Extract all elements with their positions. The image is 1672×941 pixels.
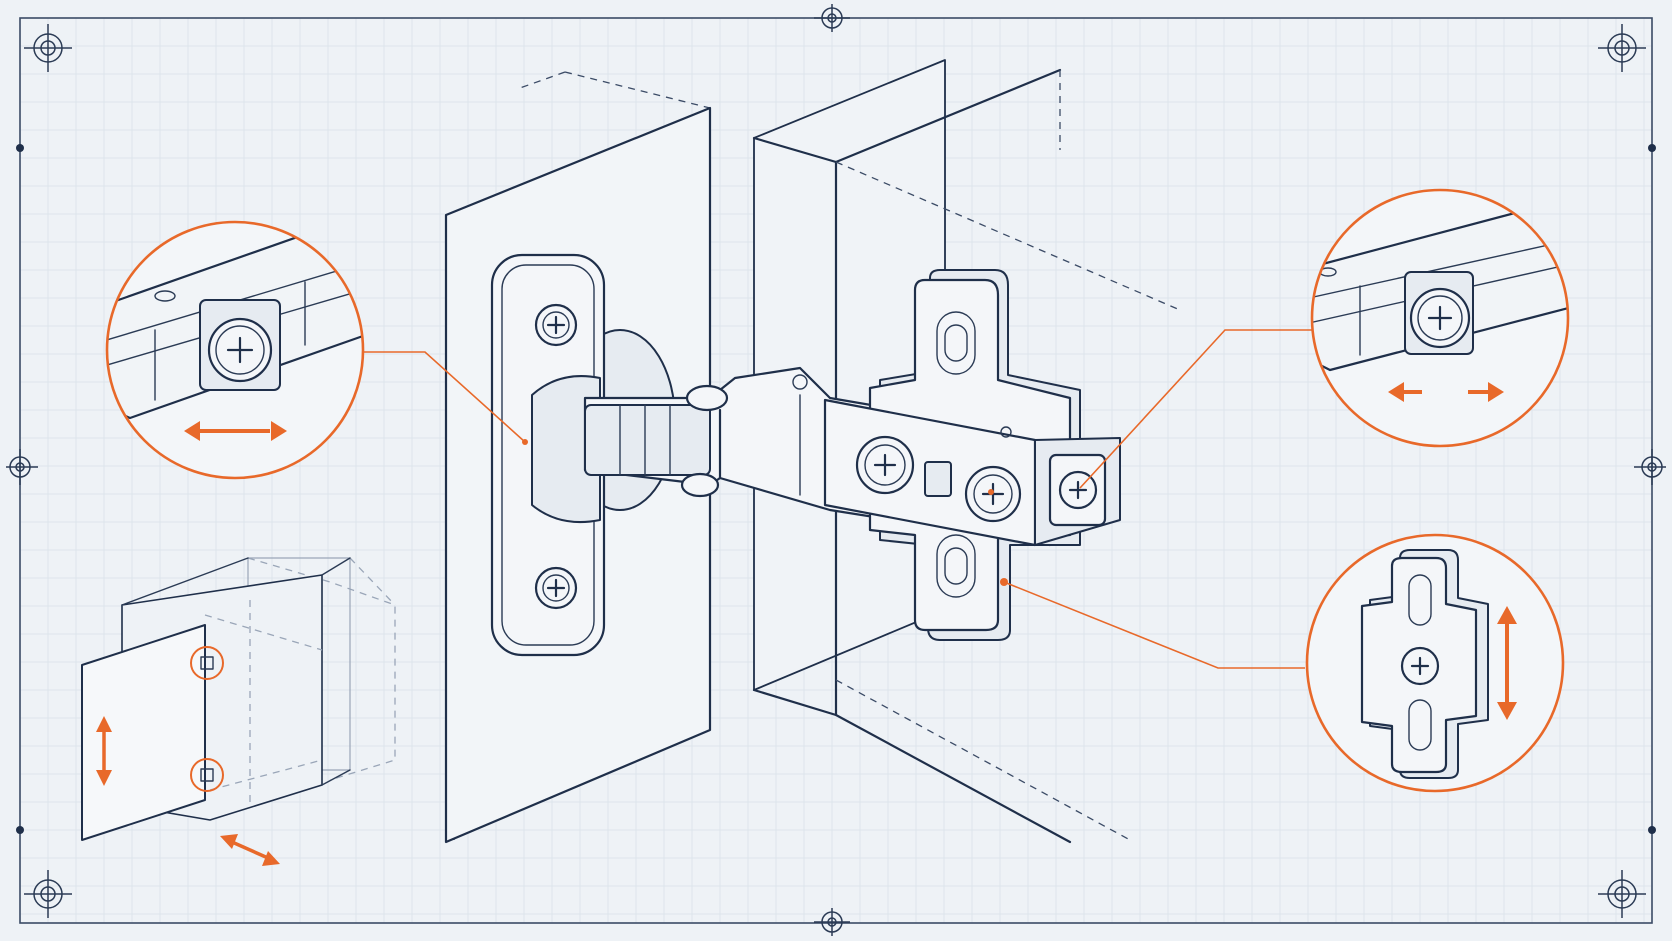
registration-marks	[6, 4, 1666, 936]
screw-arm-center	[964, 465, 1022, 523]
callout-screw-depth	[1409, 287, 1471, 349]
registration-mark-top-center	[814, 4, 850, 32]
screw-arm-left	[855, 435, 915, 495]
arrow-depth-adjustment-icon	[1388, 382, 1504, 402]
registration-mark-bottom-center	[814, 908, 850, 936]
arrow-side-adjustment-icon	[184, 421, 287, 441]
hinge-arm-box	[823, 398, 1121, 547]
overview-hinge-bottom	[190, 758, 224, 792]
registration-mark-top-right	[1598, 24, 1646, 72]
registration-mark-bottom-left	[24, 870, 72, 918]
callout-screw-side	[207, 317, 273, 383]
overview-arrow-diagonal-icon	[220, 834, 280, 866]
arrow-height-adjustment-icon	[1497, 606, 1517, 720]
overview-door	[81, 624, 206, 841]
screw-cup-top	[534, 303, 578, 347]
callout-depth-adjustment	[1310, 188, 1570, 448]
registration-mark-left-center	[6, 449, 38, 485]
leader-lines	[362, 329, 1312, 669]
overview-arrow-vertical-icon	[96, 716, 112, 786]
callout-screw-height	[1400, 646, 1440, 686]
overview-cabinet-with-door	[81, 557, 396, 866]
callout-side-adjustment	[105, 220, 365, 480]
registration-mark-top-left	[24, 24, 72, 72]
callout-height-adjustment	[1305, 533, 1565, 793]
overview-hinge-top	[190, 646, 224, 680]
registration-mark-bottom-right	[1598, 870, 1646, 918]
screw-cup-bottom	[534, 566, 578, 610]
registration-mark-right-center	[1634, 449, 1666, 485]
